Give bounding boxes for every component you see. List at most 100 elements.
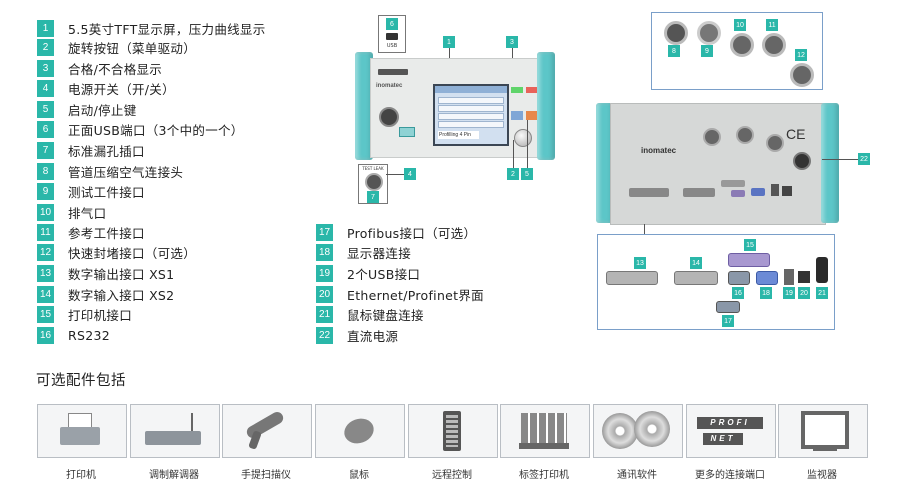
legend-label: 合格/不合格显示 bbox=[68, 62, 163, 77]
usb-port-icon bbox=[386, 33, 398, 40]
legend-item: 3 合格/不合格显示 bbox=[37, 60, 162, 77]
tag-11: 11 bbox=[766, 19, 778, 31]
legend-label: Profibus接口（可选） bbox=[347, 226, 477, 241]
callout-line bbox=[822, 159, 858, 160]
tag-18: 18 bbox=[760, 287, 772, 299]
test-leak-label: TEST LEAK bbox=[362, 166, 384, 171]
legend-number: 13 bbox=[37, 265, 54, 282]
front-panel: inomatec Profilling 4 Pin bbox=[370, 58, 542, 158]
ce-mark: CE bbox=[786, 126, 806, 142]
rotary-knob[interactable] bbox=[514, 129, 532, 147]
start-button[interactable] bbox=[511, 111, 523, 120]
legend-number: 16 bbox=[37, 327, 54, 344]
rs232-connector-icon bbox=[728, 271, 750, 285]
accessory-remote bbox=[408, 404, 498, 458]
legend-number: 1 bbox=[37, 20, 54, 37]
legend-number: 21 bbox=[316, 306, 333, 323]
ethernet-icon bbox=[798, 271, 810, 283]
vga-connector-icon bbox=[756, 271, 778, 285]
accessory-label: 手提扫描仪 bbox=[241, 470, 291, 481]
cd-icon bbox=[634, 411, 670, 447]
usb-icon bbox=[784, 269, 794, 285]
db-connector-icon bbox=[606, 271, 658, 285]
fitting-port bbox=[766, 134, 784, 152]
accessory-printer bbox=[37, 404, 127, 458]
modem-icon bbox=[145, 431, 201, 445]
db-connector bbox=[721, 180, 745, 187]
tag-6: 6 bbox=[386, 18, 398, 30]
screen-row bbox=[438, 97, 504, 104]
accessory-label: 标签打印机 bbox=[519, 470, 569, 481]
db-connector bbox=[629, 188, 669, 197]
legend-number: 8 bbox=[37, 163, 54, 180]
screen-row bbox=[438, 113, 504, 120]
ports-box: 13 14 15 16 17 18 19 20 21 bbox=[597, 234, 835, 330]
accessory-label: 调制解调器 bbox=[149, 470, 199, 481]
tag-10: 10 bbox=[734, 19, 746, 31]
power-switch[interactable] bbox=[399, 127, 415, 137]
usb-callout: 6 USB bbox=[378, 15, 406, 53]
tag-15: 15 bbox=[744, 239, 756, 251]
pass-indicator bbox=[511, 87, 523, 93]
legend-number: 19 bbox=[316, 265, 333, 282]
callout-line bbox=[513, 140, 514, 168]
legend-number: 17 bbox=[316, 224, 333, 241]
profinet-net-label: NET bbox=[703, 433, 743, 445]
legend-label: 旋转按钮（菜单驱动） bbox=[68, 41, 197, 56]
callout-line bbox=[644, 224, 645, 234]
legend-label: 显示器连接 bbox=[347, 246, 412, 261]
tag-8: 8 bbox=[668, 45, 680, 57]
legend-number: 12 bbox=[37, 244, 54, 261]
stop-button[interactable] bbox=[526, 111, 538, 120]
callout-line bbox=[527, 120, 528, 168]
legend-number: 22 bbox=[316, 327, 333, 344]
profibus-connector-icon bbox=[728, 253, 770, 267]
legend-label: 排气口 bbox=[68, 206, 107, 221]
monitor-stand bbox=[813, 447, 837, 451]
ethernet-port bbox=[782, 186, 792, 196]
legend-label: 测试工件接口 bbox=[68, 185, 145, 200]
fitting-icon bbox=[664, 21, 688, 45]
right-bumper bbox=[821, 103, 839, 223]
legend-number: 3 bbox=[37, 60, 54, 77]
usb-port bbox=[378, 69, 408, 75]
legend-number: 2 bbox=[37, 39, 54, 56]
legend-label: 快速封堵接口（可选） bbox=[68, 246, 197, 261]
accessories-title: 可选配件包括 bbox=[36, 373, 126, 389]
legend-label: 电源开关（开/关） bbox=[68, 82, 175, 97]
accessory-modem bbox=[130, 404, 220, 458]
left-bumper bbox=[355, 52, 373, 160]
fitting-icon bbox=[790, 63, 814, 87]
screen-row bbox=[438, 121, 504, 128]
usb-label: USB bbox=[386, 43, 398, 49]
profinet-icon: PROFI bbox=[697, 417, 763, 429]
tag-22: 22 bbox=[858, 153, 870, 165]
legend-number: 20 bbox=[316, 286, 333, 303]
screen-row bbox=[438, 105, 504, 112]
accessory-ports: PROFI NET bbox=[686, 404, 776, 458]
legend-number: 5 bbox=[37, 101, 54, 118]
fitting-icon bbox=[762, 33, 786, 57]
tft-screen: Profilling 4 Pin bbox=[433, 84, 509, 146]
brand-logo: inomatec bbox=[641, 146, 677, 155]
accessory-label: 更多的连接端口 bbox=[695, 470, 765, 481]
accessory-software bbox=[593, 404, 683, 458]
printer-body bbox=[60, 427, 100, 445]
legend-label: 标准漏孔插口 bbox=[68, 144, 145, 159]
screen-header bbox=[435, 86, 507, 93]
legend-label: 2个USB接口 bbox=[347, 267, 421, 282]
fittings-box: 8 9 10 11 12 bbox=[651, 12, 823, 90]
tag-19: 19 bbox=[783, 287, 795, 299]
legend-item: 19 2个USB接口 bbox=[316, 265, 420, 282]
tag-16: 16 bbox=[732, 287, 744, 299]
